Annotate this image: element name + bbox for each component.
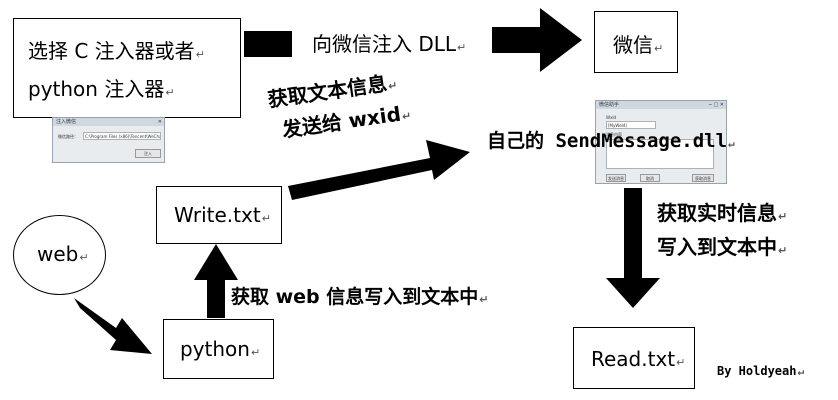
dll-window-screenshot: 微信助手 ─ □ ✕ WxId [MyWeId] 消息内容 发送消息 取消 获取… [595,100,727,184]
wechat-box: 微信↵ [594,11,678,73]
injector-field-label: 微信路径： [58,134,78,139]
dll-message-field[interactable] [606,139,714,169]
window-close-icon: ✕ [157,119,162,125]
inject-arrow [492,8,582,72]
write-txt-box: Write.txt↵ [156,186,282,244]
dll-field1-label: WxId [606,115,617,120]
dll-field2-label: 消息内容 [606,132,622,137]
inject-dll-label: 向微信注入 DLL [312,32,457,56]
dll-read-arrow [606,188,660,308]
own-dll-label: 自己的 SendMessage.dll [487,130,728,152]
python-box: python↵ [163,319,274,379]
injector-line1: 选择 C 注入器或者 [28,39,195,63]
send-arrow [288,140,470,200]
inject-arrow-tail [244,31,292,57]
window-controls-icon: ─ □ ✕ [708,102,724,108]
read-txt-label: Read.txt [591,347,676,371]
injector-window-title: 注入微信 [53,118,164,126]
credit-label: By Holdyeah [717,364,797,378]
web-to-text-label: 获取 web 信息写入到文本中 [231,286,479,308]
python-write-arrow [194,244,238,318]
web-circle: web↵ [13,215,106,295]
read-txt-box: Read.txt↵ [573,327,695,389]
realtime-label-line2: 写入到文本中 [657,235,777,259]
write-txt-label: Write.txt [174,203,261,227]
injector-window-screenshot: 注入微信 ✕ 微信路径： C:\Program Files (x86)\Tenc… [52,117,165,163]
dll-wxid-field[interactable]: [MyWeId] [606,121,656,129]
python-label: python [180,337,250,361]
web-python-arrow [74,298,152,354]
realtime-label-line1: 获取实时信息 [657,201,777,225]
inject-button[interactable]: 注入 [135,149,161,158]
injector-path-field[interactable]: C:\Program Files (x86)\Tencent\WeChat\We… [83,132,161,140]
dll-send-button[interactable]: 发送消息 [606,174,626,182]
web-label: web [37,242,79,266]
injector-box: 选择 C 注入器或者↵ python 注入器↵ [13,18,241,118]
dll-get-button[interactable]: 获取消息 [692,174,714,182]
dll-window-title: 微信助手 [596,101,726,109]
dll-cancel-button[interactable]: 取消 [640,174,660,182]
injector-line2: python 注入器 [28,77,165,101]
wechat-label: 微信 [613,33,653,57]
